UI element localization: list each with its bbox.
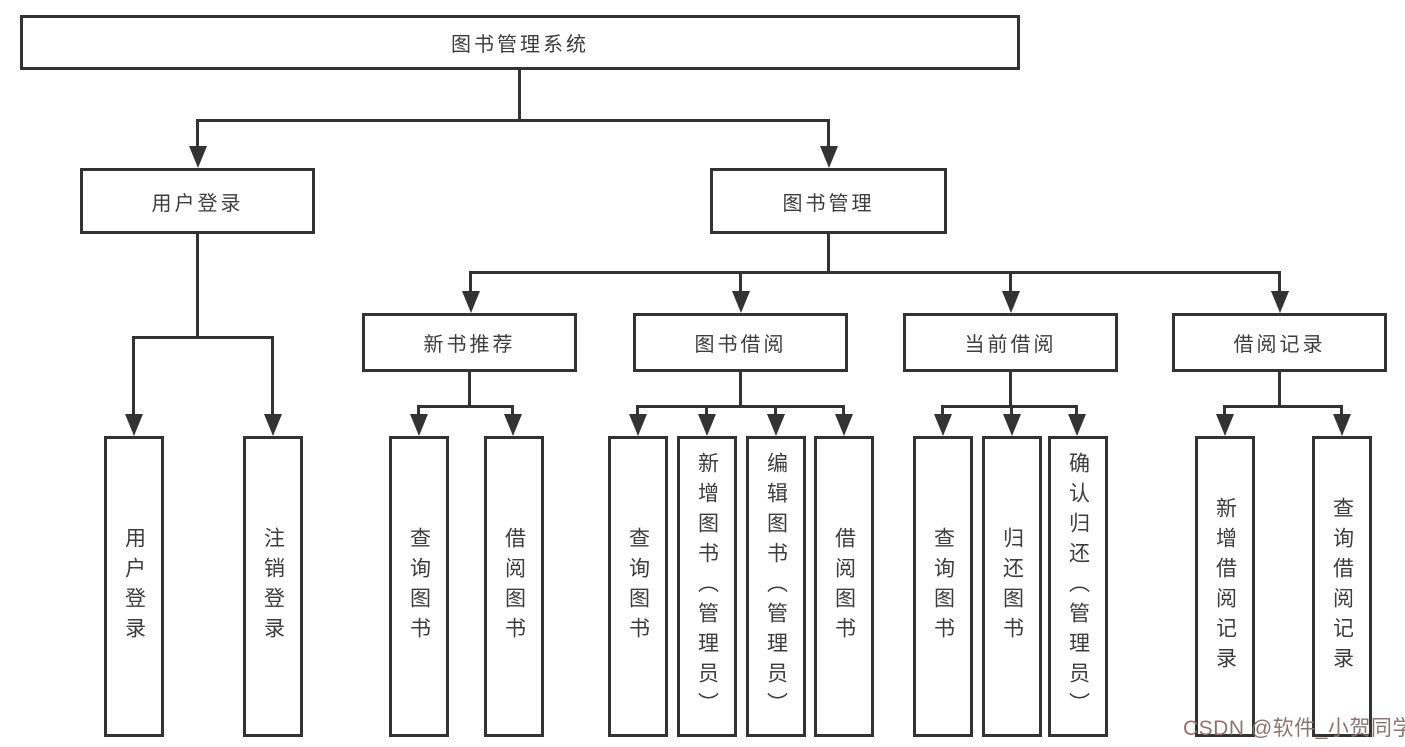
leaf-label: 归还图书	[1000, 526, 1024, 647]
leaf-return-books: 归还图书	[982, 436, 1042, 737]
leaf-edit-book-admin: 编辑图书（管理员）	[746, 436, 806, 737]
node-current-borrowing: 当前借阅	[903, 313, 1118, 372]
arrow-down-icon	[1340, 405, 1343, 415]
node-label: 图书管理	[782, 192, 875, 215]
arrow-down-icon	[705, 405, 708, 415]
leaf-label: 查询借阅记录	[1330, 496, 1354, 677]
connector-root-stem	[518, 70, 521, 119]
connector-book-management-stem	[827, 234, 830, 271]
node-label: 图书借阅	[694, 334, 787, 356]
node-label: 图书管理系统	[451, 34, 589, 56]
arrow-down-icon	[739, 271, 742, 292]
connector-book-borrow-stem	[739, 372, 742, 405]
arrow-down-icon	[1223, 405, 1226, 415]
connector-root-branch	[196, 119, 829, 122]
node-library-management-system: 图书管理系统	[20, 15, 1020, 70]
leaf-query-books-borrow: 查询图书	[608, 436, 668, 737]
arrow-down-icon	[1009, 271, 1012, 292]
leaf-label: 借阅图书	[502, 526, 526, 647]
connector-user-login-branch	[133, 336, 274, 339]
leaf-query-borrow-record: 查询借阅记录	[1312, 436, 1372, 737]
arrow-down-icon	[132, 336, 135, 415]
connector-book-borrow-branch	[636, 405, 845, 408]
leaf-label: 编辑图书（管理员）	[764, 451, 788, 722]
leaf-borrow-books: 借阅图书	[814, 436, 874, 737]
node-new-book-recommendation: 新书推荐	[362, 313, 577, 372]
leaf-borrow-books-recommend: 借阅图书	[484, 436, 544, 737]
leaf-label: 借阅图书	[832, 526, 856, 647]
arrow-down-icon	[1278, 271, 1281, 292]
leaf-add-borrow-record: 新增借阅记录	[1195, 436, 1255, 737]
leaf-label: 查询图书	[626, 526, 650, 647]
leaf-label: 查询图书	[407, 526, 431, 647]
leaf-label: 新增借阅记录	[1213, 496, 1237, 677]
leaf-query-books-current: 查询图书	[913, 436, 973, 737]
leaf-label: 确认归还（管理员）	[1066, 451, 1090, 722]
node-label: 当前借阅	[964, 334, 1057, 356]
arrow-down-icon	[774, 405, 777, 415]
arrow-down-icon	[196, 119, 199, 147]
connector-borrow-record-stem	[1278, 372, 1281, 405]
arrow-down-icon	[1075, 405, 1078, 415]
node-label: 借阅记录	[1233, 334, 1326, 356]
connector-user-login-stem	[196, 234, 199, 336]
arrow-down-icon	[1010, 405, 1013, 415]
arrow-down-icon	[271, 336, 274, 415]
leaf-user-login: 用户登录	[104, 436, 164, 737]
node-book-management: 图书管理	[710, 168, 947, 234]
connector-borrow-record-branch	[1223, 405, 1343, 408]
leaf-add-book-admin: 新增图书（管理员）	[677, 436, 737, 737]
leaf-label: 用户登录	[122, 526, 146, 647]
arrow-down-icon	[842, 405, 845, 415]
node-user-login: 用户登录	[80, 168, 315, 234]
connector-book-management-branch	[469, 271, 1280, 274]
connector-new-book-branch	[417, 405, 514, 408]
arrow-down-icon	[827, 119, 830, 147]
arrow-down-icon	[941, 405, 944, 415]
arrow-down-icon	[417, 405, 420, 415]
csdn-watermark: CSDN @软件_小贺同学	[1183, 717, 1405, 740]
arrow-down-icon	[636, 405, 639, 415]
connector-current-borrow-stem	[1009, 372, 1012, 405]
leaf-confirm-return-admin: 确认归还（管理员）	[1048, 436, 1108, 737]
leaf-query-books-recommend: 查询图书	[389, 436, 449, 737]
node-label: 新书推荐	[423, 334, 516, 356]
leaf-label: 注销登录	[261, 526, 285, 647]
leaf-label: 查询图书	[931, 526, 955, 647]
node-book-borrowing: 图书借阅	[633, 313, 848, 372]
arrow-down-icon	[469, 271, 472, 292]
leaf-logout: 注销登录	[243, 436, 303, 737]
node-borrowing-records: 借阅记录	[1172, 313, 1387, 372]
connector-new-book-stem	[468, 372, 471, 405]
node-label: 用户登录	[151, 192, 244, 215]
arrow-down-icon	[511, 405, 514, 415]
leaf-label: 新增图书（管理员）	[695, 451, 719, 722]
